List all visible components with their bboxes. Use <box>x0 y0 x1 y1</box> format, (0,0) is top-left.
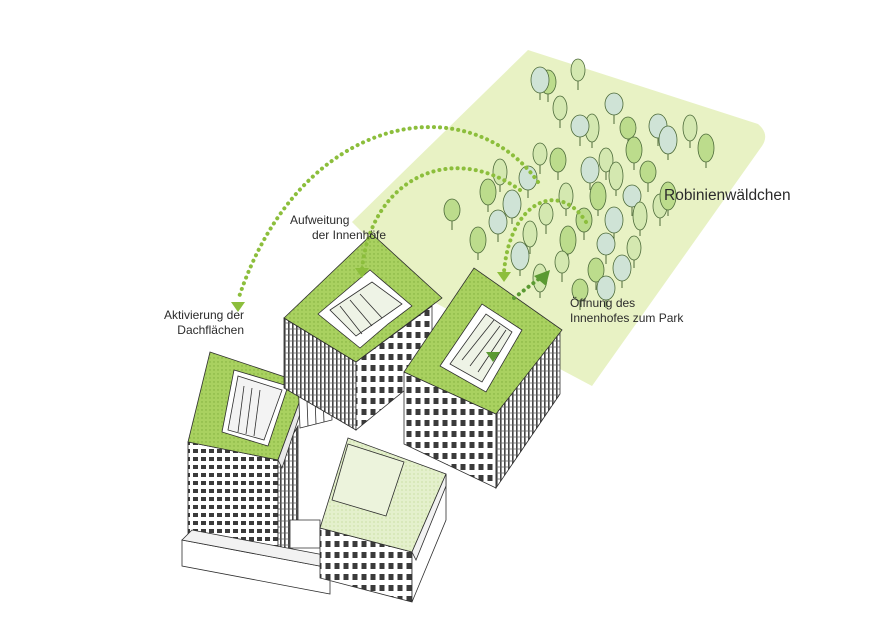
tree-icon <box>596 232 616 264</box>
label-courts-line2: der Innenhöfe <box>311 228 386 242</box>
tree-icon <box>604 92 624 124</box>
tree-icon <box>604 206 624 240</box>
label-opening-line2: Innenhofes zum Park <box>570 311 684 325</box>
tree-icon <box>587 257 605 290</box>
tree-icon <box>632 201 648 236</box>
tree-icon <box>571 278 589 310</box>
tree-icon <box>658 125 678 160</box>
tree-icon <box>518 165 538 198</box>
tree-icon <box>625 136 643 170</box>
label-roofs-line2: Dachflächen <box>177 323 244 337</box>
flow-arrows <box>236 125 588 302</box>
triangle-arrow-icon <box>486 352 500 362</box>
tree-icon <box>589 181 607 216</box>
front-block <box>319 437 447 603</box>
tree-icon <box>510 241 530 276</box>
label-opening: Öffnung des Innenhofes zum Park <box>570 296 683 326</box>
tree-icon <box>622 184 642 216</box>
tree-icon <box>612 254 632 288</box>
triangle-arrow-icon <box>534 270 550 286</box>
tree-group <box>443 58 715 310</box>
tree-icon <box>522 220 538 254</box>
tree-icon <box>502 189 522 224</box>
right-tower <box>403 267 563 490</box>
tree-icon <box>469 226 487 260</box>
tree-icon <box>552 95 568 128</box>
label-park: Robinienwäldchen <box>664 187 791 204</box>
tree-icon <box>570 58 586 90</box>
tree-icon <box>697 133 715 168</box>
tree-icon <box>608 161 624 196</box>
tree-icon <box>682 114 698 148</box>
arrow-path-courts <box>360 166 522 272</box>
arrow-heads <box>231 268 550 362</box>
tree-icon <box>626 235 642 268</box>
tree-icon <box>532 142 548 174</box>
tree-icon <box>530 66 550 100</box>
label-courts: Aufweitung der Innenhöfe <box>282 213 386 243</box>
triangle-arrow-icon <box>231 302 245 312</box>
low-bar-building <box>181 519 341 595</box>
tree-icon <box>479 178 497 212</box>
tree-icon <box>488 209 508 242</box>
tree-icon <box>554 250 570 282</box>
tree-icon <box>575 207 593 240</box>
tree-icon <box>659 181 677 216</box>
tree-icon <box>596 275 616 308</box>
tree-icon <box>580 156 600 190</box>
label-roofs: Aktivierung der Dachflächen <box>140 308 244 338</box>
label-roofs-line1: Aktivierung der <box>163 308 244 322</box>
tree-icon <box>443 198 461 230</box>
arrow-path-park-up <box>512 276 542 300</box>
tree-icon <box>639 160 657 192</box>
tree-icon <box>538 202 554 234</box>
label-courts-line1: Aufweitung <box>290 213 350 227</box>
triangle-arrow-icon <box>355 268 369 278</box>
tree-icon <box>570 114 590 146</box>
arrow-path-roofs <box>236 125 540 302</box>
tree-icon <box>559 225 577 260</box>
tree-icon <box>549 147 567 180</box>
tree-icon <box>598 147 614 180</box>
triangle-arrow-icon <box>497 272 511 282</box>
label-opening-line1: Öffnung des <box>570 296 636 310</box>
middle-tower <box>283 233 443 431</box>
